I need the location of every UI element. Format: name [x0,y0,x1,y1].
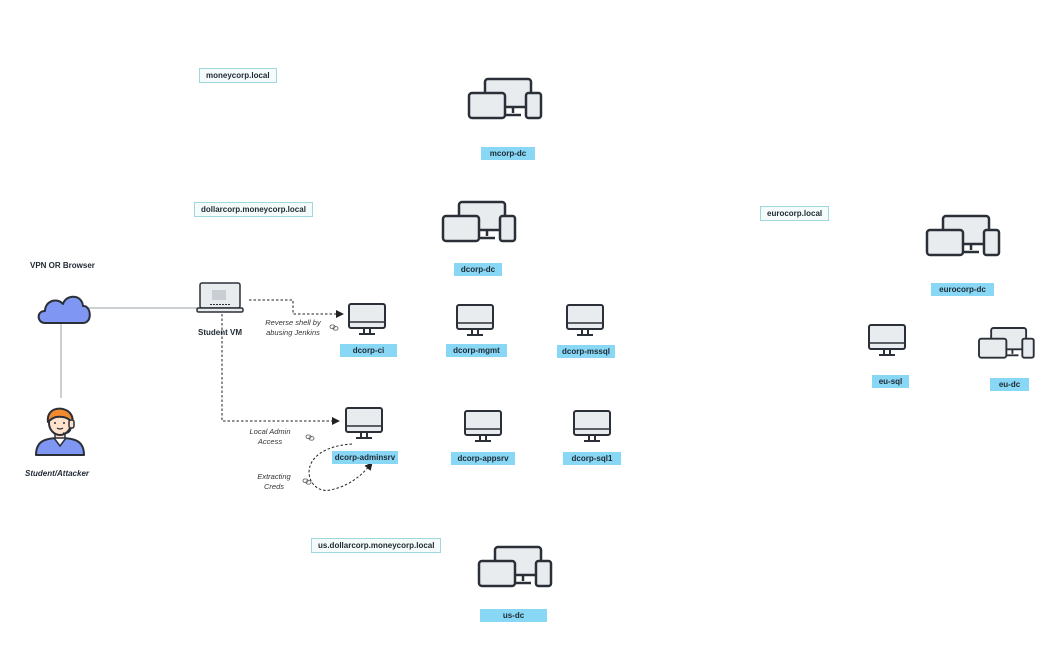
host-us-dc: us-dc [480,609,547,622]
extracting-creds-arrow [308,443,373,491]
link-icon [305,434,315,441]
local-admin-line2: Access [257,437,283,446]
host-mcorp-dc: mcorp-dc [481,147,535,160]
host-dcorp-mgmt: dcorp-mgmt [446,344,507,357]
dcorp-mgmt-monitor-icon [456,304,494,336]
host-dcorp-mssql: dcorp-mssql [557,345,615,358]
link-icon [329,324,339,331]
extracting-line2: Creds [263,482,284,491]
domain-eurocorp: eurocorp.local [760,206,830,221]
host-eurocorp-dc: eurocorp-dc [931,283,994,296]
host-dcorp-adminsrv: dcorp-adminsrv [332,451,398,464]
dcorp-dc-devices-icon [441,200,517,243]
local-admin-line1: Local Admin [249,427,291,436]
eurocorp-dc-devices-icon [925,214,1001,257]
host-dcorp-appsrv: dcorp-appsrv [451,452,515,465]
cloud-icon [37,295,91,324]
dcorp-ci-monitor-icon [348,303,386,335]
reverse-shell-arrow [249,299,344,318]
reverse-shell-annotation: Reverse shell by abusing Jenkins [262,318,324,338]
link-icon [302,478,312,485]
extracting-creds-annotation: Extracting Creds [250,472,298,492]
attacker-label: Student/Attacker [25,469,90,478]
reverse-shell-line2: abusing Jenkins [266,328,320,337]
extracting-line1: Extracting [257,472,291,481]
mcorp-dc-devices-icon [467,77,543,120]
host-eu-dc: eu-dc [990,378,1029,391]
local-admin-annotation: Local Admin Access [244,427,296,447]
host-eu-sql: eu-sql [872,375,909,388]
eu-dc-devices-icon [978,327,1035,359]
student-vm-label: Student VM [198,328,242,337]
vpn-label: VPN OR Browser [30,261,95,270]
laptop-icon [196,282,244,313]
us-dc-devices-icon [477,545,553,588]
user-headset-icon [35,407,85,456]
host-dcorp-sql1: dcorp-sql1 [563,452,621,465]
dcorp-sql1-monitor-icon [573,410,611,442]
dcorp-adminsrv-monitor-icon [345,407,383,439]
domain-dollarcorp: dollarcorp.moneycorp.local [194,202,313,217]
host-dcorp-ci: dcorp-ci [340,344,397,357]
dcorp-appsrv-monitor-icon [464,410,502,442]
domain-moneycorp: moneycorp.local [199,68,277,83]
host-dcorp-dc: dcorp-dc [454,263,502,276]
dcorp-mssql-monitor-icon [566,304,604,336]
domain-us-dollarcorp: us.dollarcorp.moneycorp.local [311,538,442,553]
reverse-shell-line1: Reverse shell by [265,318,321,327]
eu-sql-monitor-icon [868,324,906,356]
local-admin-arrow [221,314,340,425]
